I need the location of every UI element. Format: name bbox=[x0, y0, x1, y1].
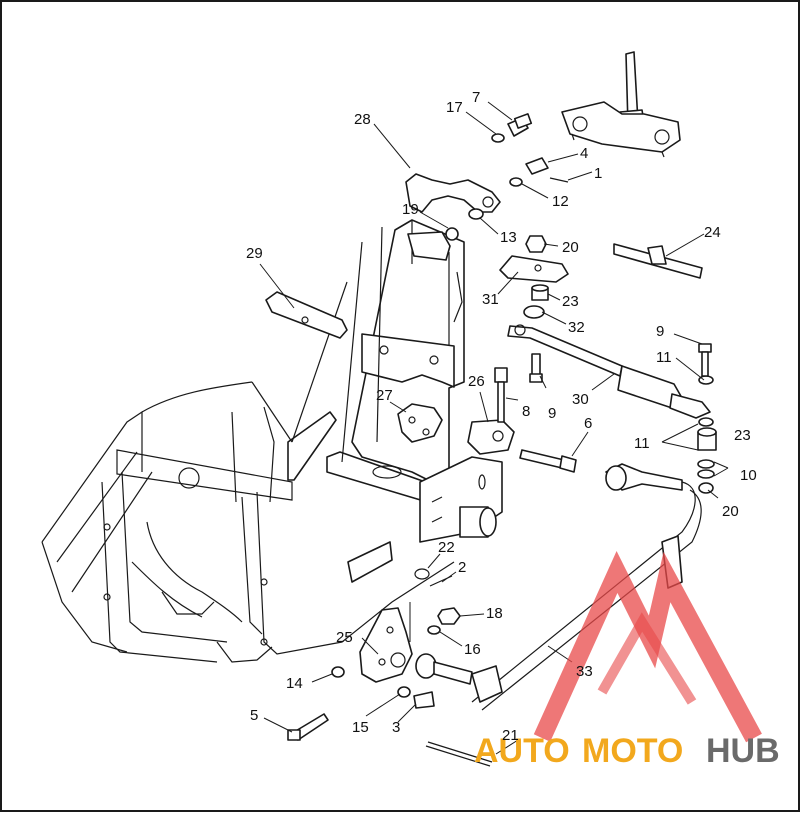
callout-12: 12 bbox=[552, 193, 569, 210]
callout-32: 32 bbox=[568, 319, 585, 336]
part-32-joint bbox=[523, 305, 545, 319]
watermark-triangle-icon bbox=[533, 551, 762, 743]
part-23a-bushing bbox=[531, 284, 549, 301]
callout-26: 26 bbox=[468, 373, 485, 390]
callout-20-top: 20 bbox=[562, 239, 579, 256]
part-31-plate bbox=[499, 255, 569, 283]
callout-22: 22 bbox=[438, 539, 455, 556]
part-30-shift-rod bbox=[507, 324, 711, 419]
part-9a-bolt bbox=[698, 343, 712, 377]
callout-21: 21 bbox=[502, 727, 519, 744]
frame-assembly bbox=[41, 219, 503, 663]
callout-19: 19 bbox=[402, 201, 419, 218]
callout-30: 30 bbox=[572, 391, 589, 408]
part-29-bracket bbox=[265, 291, 348, 339]
part-washers-stack bbox=[697, 375, 715, 494]
callout-9-mid: 9 bbox=[548, 405, 556, 422]
callout-2: 2 bbox=[458, 559, 466, 576]
callout-31: 31 bbox=[482, 291, 499, 308]
callout-23-right: 23 bbox=[734, 427, 751, 444]
watermark-logo: AUTO MOTO HUB bbox=[474, 551, 780, 770]
callout-16: 16 bbox=[464, 641, 481, 658]
callout-29: 29 bbox=[246, 245, 263, 262]
callout-24: 24 bbox=[704, 224, 721, 241]
callout-28: 28 bbox=[354, 111, 371, 128]
callout-13: 13 bbox=[500, 229, 517, 246]
callout-33: 33 bbox=[576, 663, 593, 680]
callout-11-bottom: 11 bbox=[634, 435, 650, 452]
callout-9-right: 9 bbox=[656, 323, 664, 340]
callout-14: 14 bbox=[286, 675, 303, 692]
part-small-fasteners bbox=[287, 113, 569, 767]
part-24-rod bbox=[613, 243, 703, 279]
part-6-bolt bbox=[519, 449, 577, 473]
callout-15: 15 bbox=[352, 719, 369, 736]
part-25-lower-lever bbox=[359, 607, 413, 683]
callout-6: 6 bbox=[584, 415, 592, 432]
callout-8: 8 bbox=[522, 403, 530, 420]
callout-17: 17 bbox=[446, 99, 463, 116]
callout-labels: 7 17 28 4 1 12 19 13 20 24 29 31 23 32 9… bbox=[246, 89, 757, 744]
callout-18: 18 bbox=[486, 605, 503, 622]
callout-4: 4 bbox=[580, 145, 588, 162]
watermark-text-hub: HUB bbox=[706, 732, 780, 770]
callout-10: 10 bbox=[740, 467, 757, 484]
callout-3: 3 bbox=[392, 719, 400, 736]
watermark-text-auto: AUTO bbox=[474, 732, 570, 770]
callout-25: 25 bbox=[336, 629, 353, 646]
part-9b-bolt bbox=[529, 353, 543, 383]
callout-27: 27 bbox=[376, 387, 393, 404]
callout-7: 7 bbox=[472, 89, 480, 106]
callout-1: 1 bbox=[594, 165, 602, 182]
part-triple-clamp bbox=[561, 51, 681, 158]
callout-20-right: 20 bbox=[722, 503, 739, 520]
callout-5: 5 bbox=[250, 707, 258, 724]
part-8-bolt bbox=[494, 367, 508, 423]
part-26-pivot bbox=[467, 419, 515, 455]
callout-23-top: 23 bbox=[562, 293, 579, 310]
part-23b-bushing bbox=[697, 427, 717, 451]
part-28-shift-lever bbox=[405, 173, 501, 213]
part-rod-end-lower bbox=[415, 653, 473, 685]
watermark-text-moto: MOTO bbox=[582, 732, 683, 770]
callout-11-top: 11 bbox=[656, 349, 672, 366]
part-27-bellcrank bbox=[397, 403, 443, 443]
